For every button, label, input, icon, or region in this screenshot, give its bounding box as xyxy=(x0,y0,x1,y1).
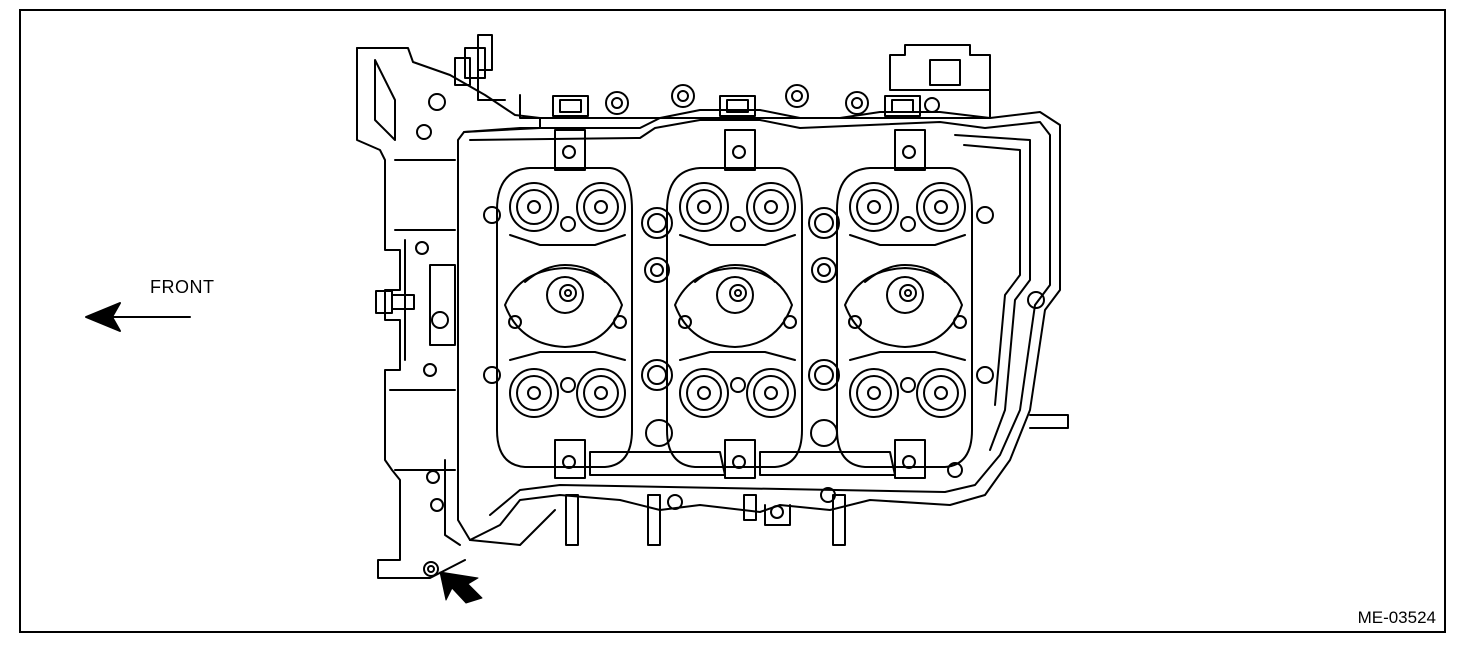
head-gasket-outline xyxy=(463,97,1069,541)
left-arrow-icon xyxy=(85,302,191,332)
pointer-arrow-icon xyxy=(439,571,483,604)
figure-code-label: ME-03524 xyxy=(1357,608,1436,627)
top-bosses xyxy=(454,34,991,119)
cylinder-1-chamber xyxy=(496,129,633,479)
bottom-studs xyxy=(565,487,846,546)
bolt-bosses xyxy=(483,206,994,476)
head-left-end xyxy=(356,47,556,579)
front-direction-label: FRONT xyxy=(150,277,215,297)
cylinder-row xyxy=(496,129,973,479)
